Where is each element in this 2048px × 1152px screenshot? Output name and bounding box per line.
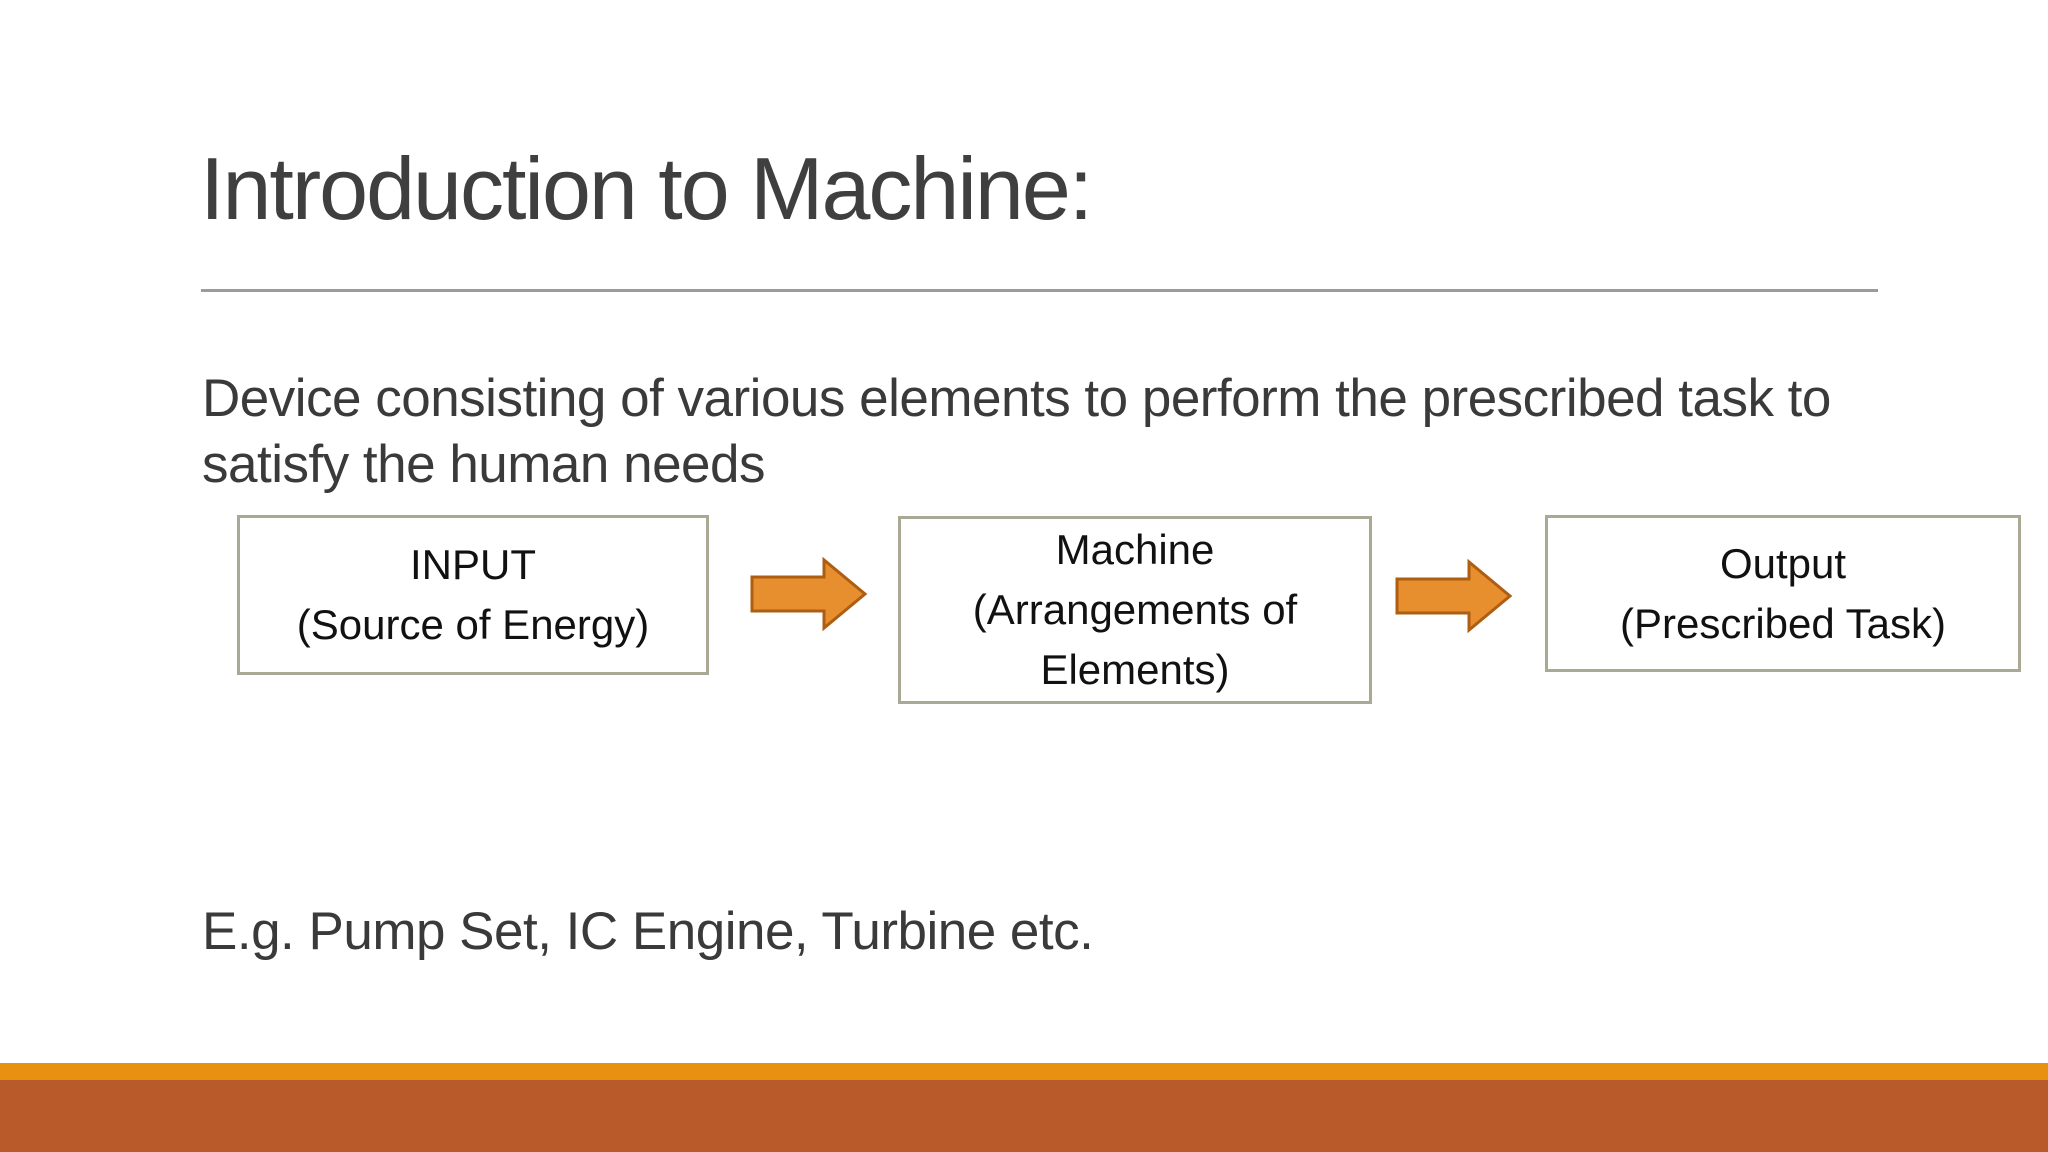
slide-title: Introduction to Machine: <box>200 139 1093 238</box>
footer-bar <box>0 1080 2048 1152</box>
title-underline-rule <box>201 289 1878 292</box>
example-line: E.g. Pump Set, IC Engine, Turbine etc. <box>202 902 1094 961</box>
diagram-box-machine-label: Machine (Arrangements of Elements) <box>972 526 1298 693</box>
diagram-box-input: INPUT (Source of Energy) <box>237 515 709 675</box>
body-paragraph: Device consisting of various elements to… <box>202 369 1831 494</box>
diagram-box-machine: Machine (Arrangements of Elements) <box>898 516 1372 704</box>
diagram-box-output: Output (Prescribed Task) <box>1545 515 2021 672</box>
right-arrow-icon <box>1395 558 1513 634</box>
footer-accent-strip <box>0 1063 2048 1080</box>
diagram-box-input-label: INPUT (Source of Energy) <box>296 541 650 648</box>
right-arrow-icon <box>750 556 868 632</box>
diagram-box-output-label: Output (Prescribed Task) <box>1620 539 1946 647</box>
